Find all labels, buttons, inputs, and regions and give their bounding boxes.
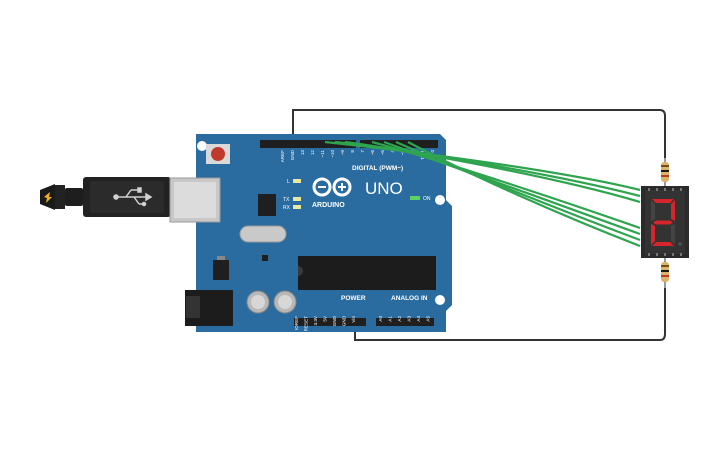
pin-label: GND <box>342 315 347 326</box>
segment-a <box>652 199 674 203</box>
resistor-top[interactable] <box>661 158 669 186</box>
reset-button-icon[interactable] <box>206 144 230 164</box>
analog-label: ANALOG IN <box>391 295 428 302</box>
brand-label: ARDUINO <box>312 202 345 209</box>
pin-label: 7 <box>360 150 365 153</box>
usb-cable-icon[interactable] <box>40 177 171 217</box>
pin-label: 5V <box>323 315 328 322</box>
pin-label: A0 <box>378 316 383 322</box>
pin-label: GND <box>290 149 295 160</box>
signal-wires[interactable] <box>324 140 641 248</box>
pin-label: IOREF <box>294 316 299 330</box>
pin-label: A2 <box>397 316 402 322</box>
usb-chip <box>258 194 276 216</box>
pin-label: 12 <box>310 150 315 156</box>
segment-f <box>651 200 655 221</box>
power-header[interactable] <box>294 318 366 326</box>
atmega-chip <box>298 256 436 290</box>
model-label: UNO <box>365 179 403 198</box>
led-tx-label: TX <box>283 197 290 203</box>
pin-label: 4 <box>390 150 395 153</box>
crystal <box>239 225 287 243</box>
pin-label: Vin <box>351 316 356 323</box>
digit-segments <box>651 199 675 246</box>
seven-segment-display-icon[interactable] <box>641 186 689 258</box>
status-leds: L TX RX ON <box>283 179 431 211</box>
power-label: POWER <box>341 295 366 302</box>
pin-label: A4 <box>416 316 421 322</box>
pin-label: AREF <box>280 150 285 162</box>
digital-label: DIGITAL (PWM~) <box>352 165 403 172</box>
pin-label: ~3 <box>400 150 405 156</box>
pin-label: ~9 <box>340 150 345 156</box>
usb-symbol-icon <box>113 187 153 207</box>
segment-b <box>671 200 675 221</box>
resistor-bottom[interactable] <box>661 258 669 288</box>
segment-c <box>671 224 675 245</box>
common-wires[interactable] <box>292 109 666 341</box>
pin-label: 13 <box>300 150 305 156</box>
pin-label: A5 <box>426 316 431 322</box>
analog-header[interactable] <box>376 318 434 326</box>
power-pin-labels: IOREF RESET 3.3V 5V GND GND Vin <box>294 315 356 331</box>
led-on-label: ON <box>423 196 431 202</box>
analog-pin-labels: A0 A1 A2 A3 A4 A5 <box>378 316 431 322</box>
pin-label: ~5 <box>380 150 385 156</box>
pin-label: 8 <box>350 150 355 153</box>
pin-label: ~6 <box>370 150 375 156</box>
segment-g <box>653 220 673 225</box>
pin-label: GND <box>332 315 337 326</box>
led-l-label: L <box>287 179 290 185</box>
pin-label: ~10 <box>330 150 335 158</box>
pin-label: RESET <box>304 316 309 332</box>
segment-e <box>651 224 655 245</box>
pin-label: 3.3V <box>313 315 318 325</box>
capacitors <box>246 290 297 314</box>
pin-label: A1 <box>388 316 393 322</box>
regulator <box>213 260 229 280</box>
pin-label: A3 <box>407 316 412 322</box>
segment-d <box>652 242 674 246</box>
arduino-infinity-logo-icon <box>312 177 352 197</box>
pin-label: ~11 <box>320 150 325 158</box>
power-jack <box>185 290 233 326</box>
led-rx-label: RX <box>283 205 291 211</box>
